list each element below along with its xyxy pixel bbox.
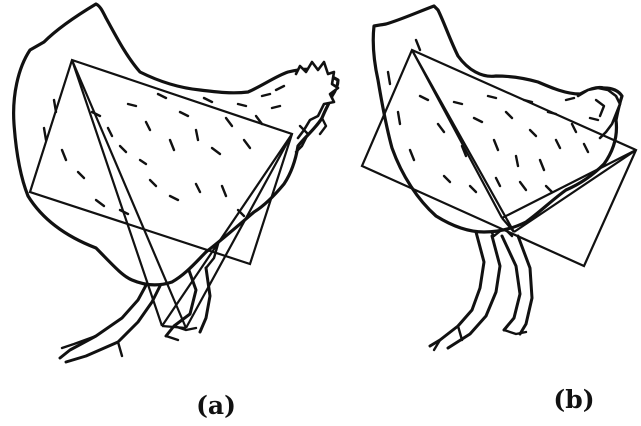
chicken-b-body	[373, 6, 622, 232]
chicken-b-legs	[430, 224, 532, 350]
panel-a: (a)	[14, 4, 338, 420]
caption-a: (a)	[196, 391, 236, 420]
panel-b: (b)	[362, 6, 636, 414]
caption-b: (b)	[553, 385, 594, 414]
